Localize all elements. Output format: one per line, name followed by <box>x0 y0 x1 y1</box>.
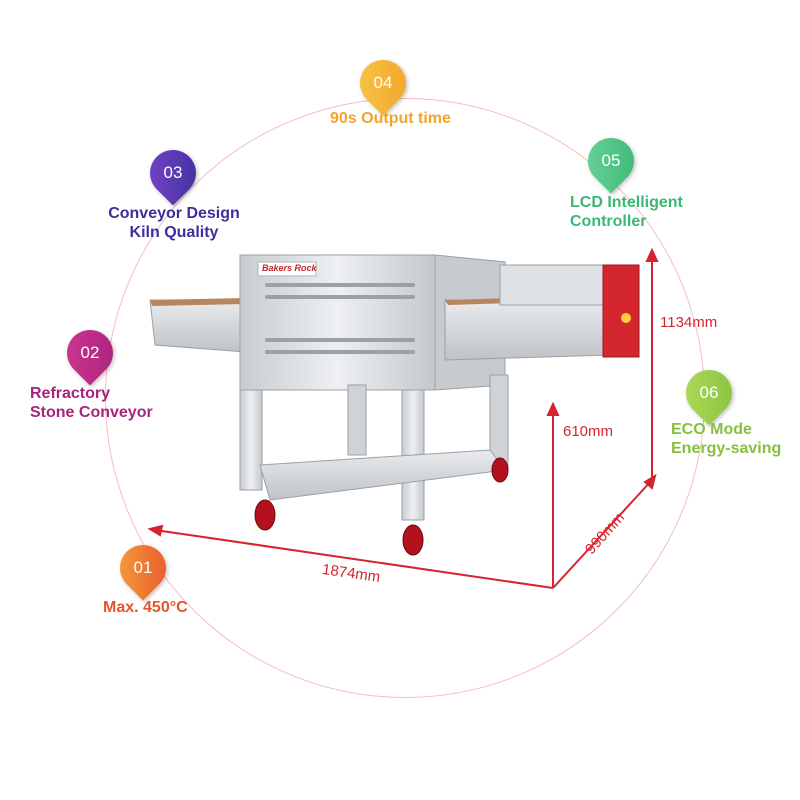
feature-badge-03: 03 <box>140 140 206 206</box>
feature-number: 05 <box>601 151 621 170</box>
feature-badge-02: 02 <box>57 320 123 386</box>
feature-number: 06 <box>699 383 719 402</box>
height-total-label: 1134mm <box>660 314 718 331</box>
feature-number: 04 <box>373 73 393 92</box>
right-conveyor-tray <box>444 299 611 361</box>
feature-number: 03 <box>163 163 183 182</box>
feature-label-06: ECO Mode Energy-saving <box>671 421 782 457</box>
feature-badge-06: 06 <box>676 360 742 426</box>
feature-number: 02 <box>80 343 100 362</box>
feature-badge-04: 04 <box>350 50 416 116</box>
feature-label-01: Max. 450°C <box>103 599 188 616</box>
brand-plate <box>257 261 317 277</box>
feature-label-05: LCD Intelligent Controller <box>570 194 683 230</box>
brand-text: Bakers Rock <box>262 263 317 273</box>
left-conveyor-tray <box>149 299 246 353</box>
feature-badge-01: 01 <box>110 535 176 601</box>
feature-badge-05: 05 <box>578 128 644 194</box>
height-belt-label: 610mm <box>563 423 614 440</box>
lower-shelf <box>259 449 506 501</box>
feature-number: 01 <box>133 558 153 577</box>
feature-label-02: Refractory Stone Conveyor <box>30 385 153 421</box>
control-box <box>602 264 640 358</box>
feature-label-03: Conveyor Design Kiln Quality <box>108 205 240 241</box>
oven-body <box>239 254 436 391</box>
feature-label-04: 90s Output time <box>330 110 451 127</box>
